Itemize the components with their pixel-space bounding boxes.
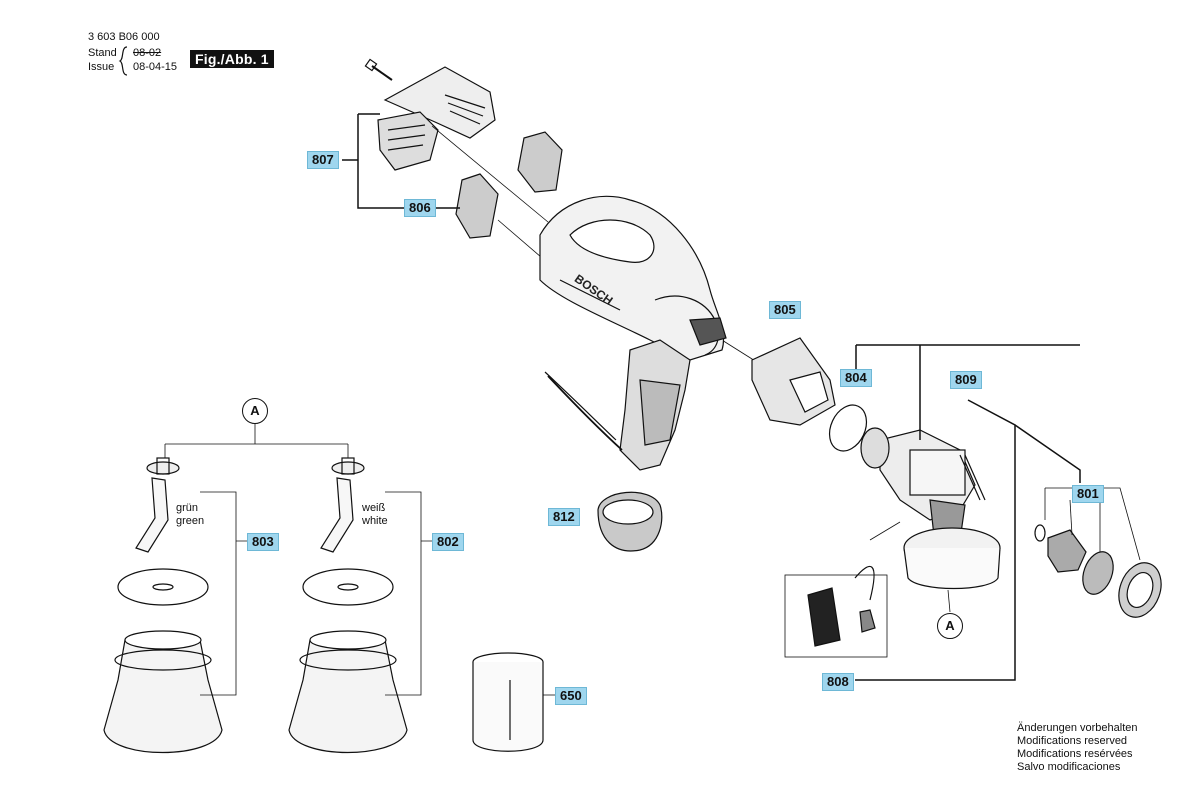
part-label-808[interactable]: 808 [822,673,854,691]
suction-tube-icon [784,565,888,658]
hose-label-green-de: grün [176,502,199,514]
part-label-804[interactable]: 804 [840,369,872,387]
part-label-807[interactable]: 807 [307,151,339,169]
note-line: Änderungen vorbehalten [1017,722,1138,734]
hose-label-white-en: white [362,515,388,527]
part-label-805[interactable]: 805 [769,301,801,319]
issue-label: Issue [88,61,115,73]
stand-old-date: 08-02 [133,47,162,59]
filter-pad-icon [455,131,563,239]
clip-ring-icon [597,491,663,552]
filter-cover-icon [377,66,496,171]
container-white-icon [288,457,408,753]
spray-attachment-icon [860,427,1001,590]
container-green-icon [103,457,223,753]
issue-date: 08-04-15 [133,61,178,73]
part-label-802[interactable]: 802 [432,533,464,551]
part-label-809[interactable]: 809 [950,371,982,389]
modifications-notes: Änderungen vorbehalten Modifications res… [1017,722,1137,774]
air-cap-icon [751,337,836,426]
note-line: Modifications reserved [1017,735,1128,747]
callout-a-right: A [937,613,963,639]
part-label-806[interactable]: 806 [404,199,436,217]
note-line: Modifications resérvées [1017,748,1133,760]
part-label-812[interactable]: 812 [548,508,580,526]
screw-icon [364,58,393,81]
o-ring-icon [828,404,868,452]
brace-icon [118,46,128,76]
figure-tag: Fig./Abb. 1 [190,50,274,68]
callout-a-top: A [242,398,268,424]
motor-housing-icon [539,195,727,471]
nozzle-parts-icon [1034,524,1162,618]
part-label-803[interactable]: 803 [247,533,279,551]
measuring-cup-icon [472,652,556,752]
hose-label-green-en: green [176,515,205,527]
part-label-801[interactable]: 801 [1072,485,1104,503]
part-label-650[interactable]: 650 [555,687,587,705]
doc-number: 3 603 B06 000 [88,31,160,43]
note-line: Salvo modificaciones [1017,761,1121,773]
stand-label: Stand [88,47,117,59]
hose-label-white-de: weiß [362,502,386,514]
